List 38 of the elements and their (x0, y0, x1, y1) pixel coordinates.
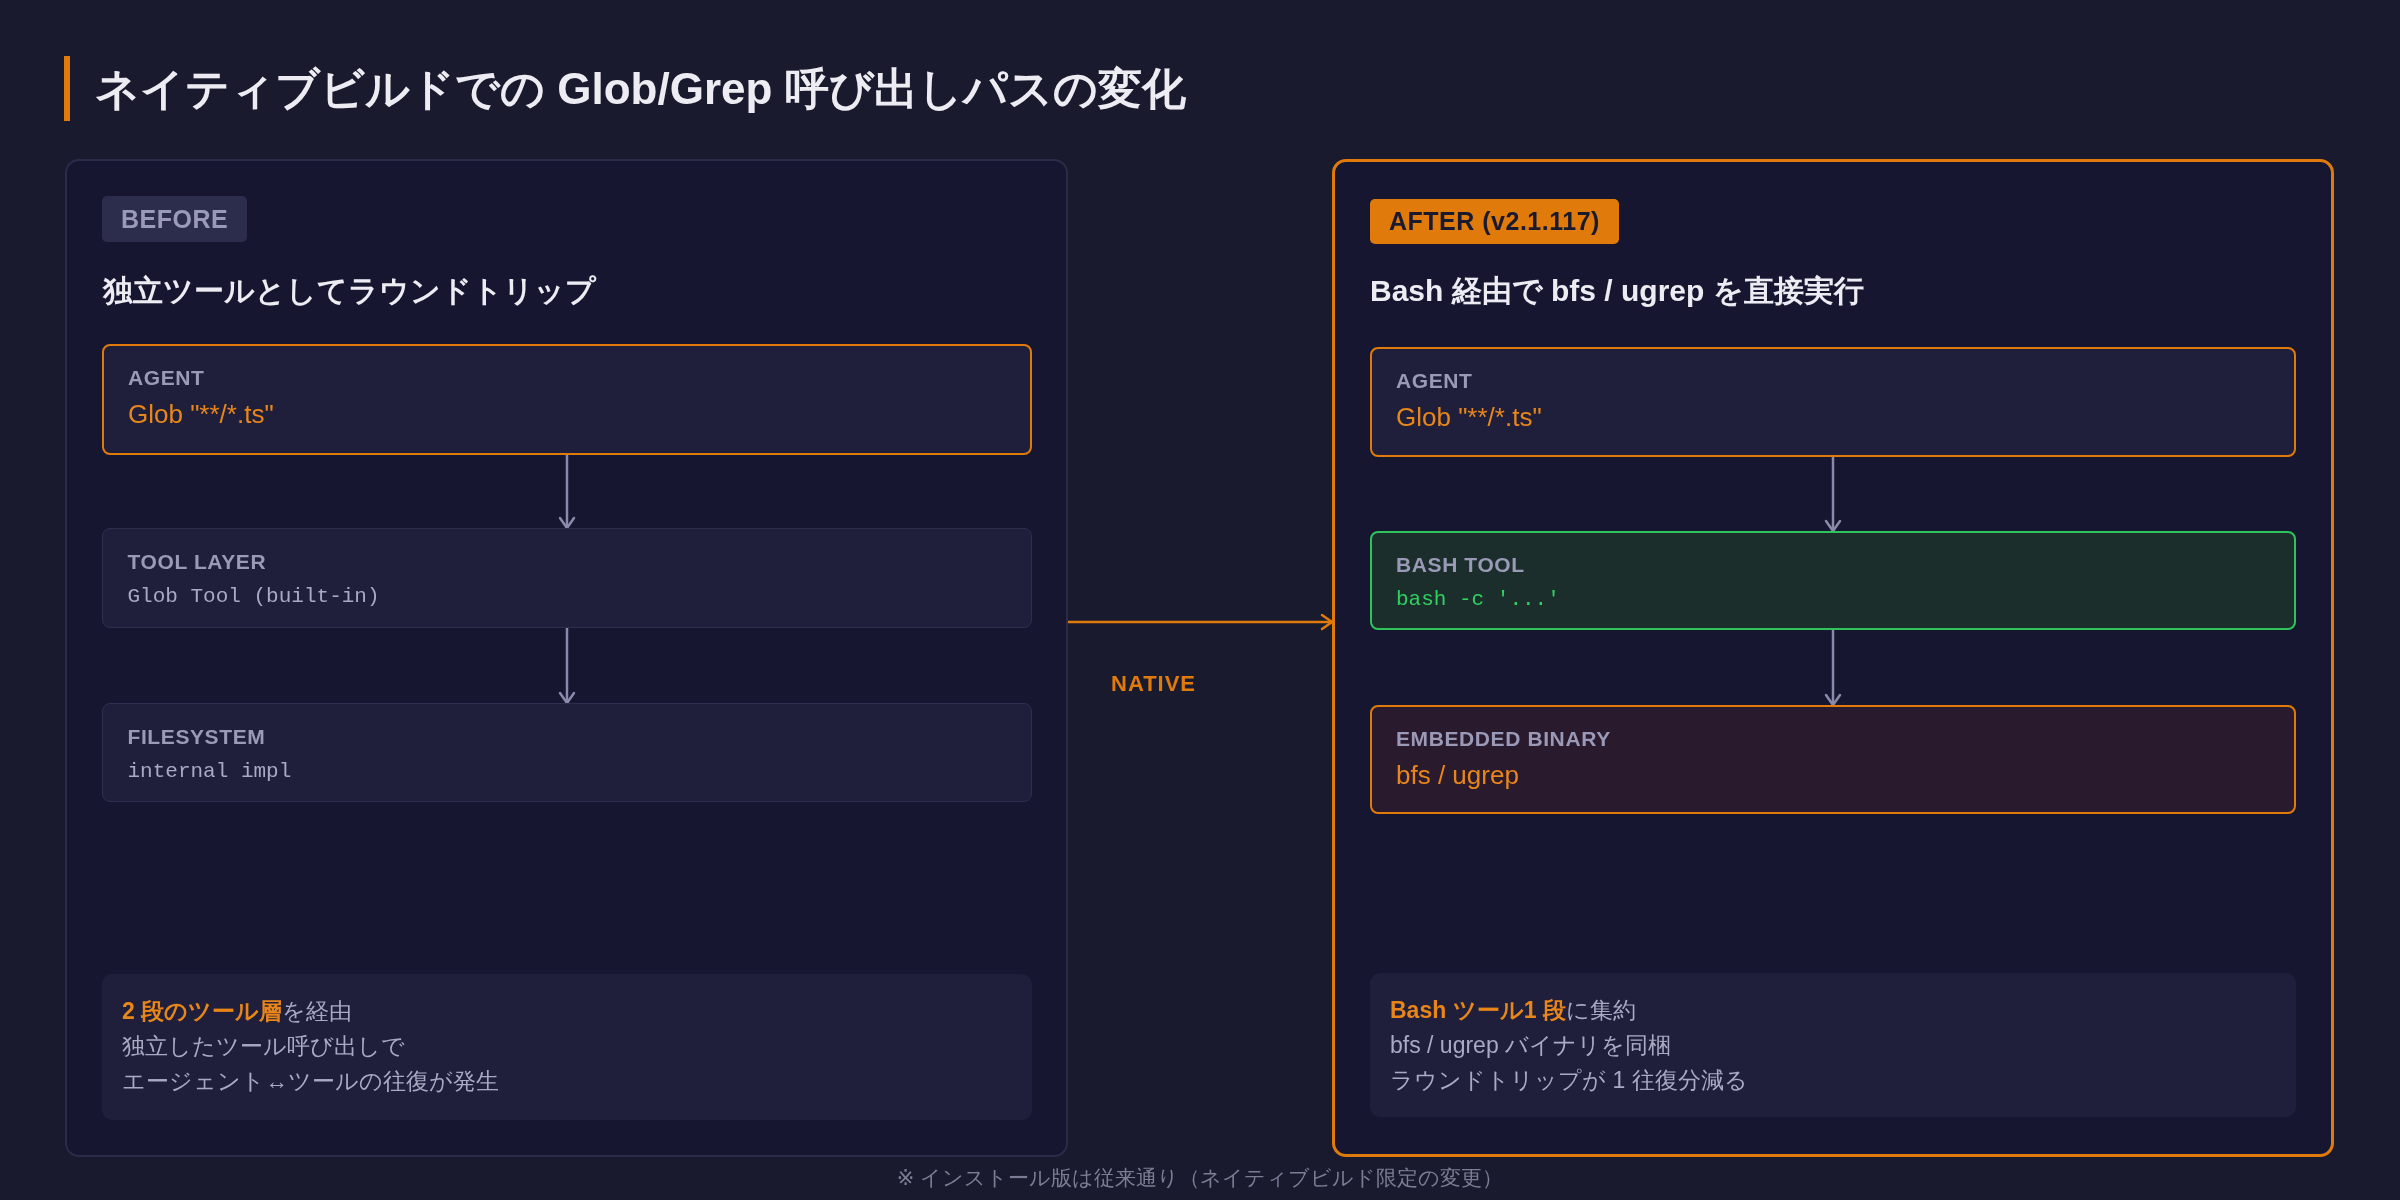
note-line: ラウンドトリップが 1 往復分減る (1390, 1066, 1748, 1095)
box-value: bash -c '...' (1396, 587, 1560, 613)
arrow (558, 628, 576, 705)
layer-box (102, 528, 1032, 628)
box-label: AGENT (1396, 368, 1473, 394)
panel (1332, 159, 2334, 1157)
layer-box (102, 344, 1032, 455)
box-label: AGENT (128, 365, 205, 391)
layer-box (1370, 705, 2296, 814)
panel-heading: 独立ツールとしてラウンドトリップ (103, 273, 596, 309)
note-text: NATIVE (1111, 670, 1197, 698)
box-label: TOOL LAYER (127, 548, 267, 575)
arrow (1068, 613, 1334, 631)
badge: AFTER (v2.1.117) (1370, 199, 1619, 244)
box-value: bfs / ugrep (1396, 759, 1519, 792)
box-label: BASH TOOL (1396, 552, 1525, 578)
note-line: 2 段のツール層を経由 (122, 997, 353, 1026)
note-line: エージェント↔ツールの往復が発生 (122, 1067, 499, 1096)
panel-heading: Bash 経由で bfs / ugrep を直接実行 (1370, 273, 1864, 309)
box-value: Glob Tool (built-in) (127, 583, 380, 610)
box-value: Glob "**/*.ts" (1396, 401, 1542, 434)
title: ネイティブビルドでの Glob/Grep 呼び出しパスの変化 (64, 56, 1186, 121)
arrow (558, 455, 576, 530)
note-line: 独立したツール呼び出しで (122, 1032, 405, 1061)
box-value: Glob "**/*.ts" (128, 398, 274, 431)
panel (65, 159, 1068, 1157)
arrow (1824, 630, 1842, 707)
note-text: ※ インストール版は従来通り（ネイティブビルド限定の変更） (896, 1165, 1504, 1191)
badge: BEFORE (102, 196, 248, 242)
layer-box (102, 703, 1032, 802)
layer-box (1370, 531, 2296, 630)
note-line: Bash ツール1 段に集約 (1390, 996, 1636, 1025)
box-label: EMBEDDED BINARY (1396, 726, 1611, 752)
box-label: FILESYSTEM (127, 723, 266, 750)
arrow (1824, 457, 1842, 533)
note-line: bfs / ugrep バイナリを同梱 (1390, 1031, 1672, 1060)
box-value: internal impl (127, 758, 292, 785)
layer-box (1370, 347, 2296, 457)
